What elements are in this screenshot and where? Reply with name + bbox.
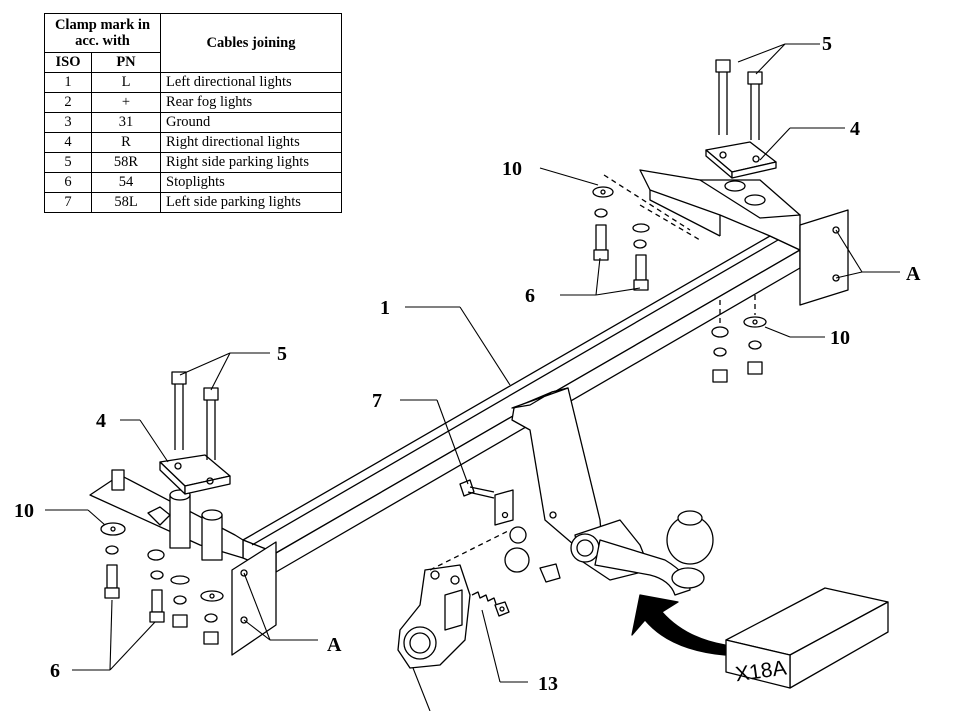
direction-arrow [631,594,726,656]
table-row: 7 58L Left side parking lights [44,192,342,213]
desc-cell: Right directional lights [160,132,342,153]
callout-bolts-right: 6 [525,285,535,307]
right-bolt-group [592,186,650,291]
right-side-mount [603,59,849,306]
callout-bolts-left: 6 [50,660,60,682]
iso-header: ISO [44,52,92,73]
bracket-7 [459,479,514,526]
left-bolt-group [100,522,224,645]
desc-cell: Left side parking lights [160,192,342,213]
callout-socket: 13 [538,673,558,695]
callout-bracket: 7 [372,390,382,412]
tow-bracket [504,387,714,596]
table-row: 6 54 Stoplights [44,172,342,193]
pn-cell: 58L [91,192,161,213]
desc-cell: Right side parking lights [160,152,342,173]
cable-joining-table: Clamp mark in acc. with Cables joining I… [44,13,342,213]
leader-lines [45,43,900,711]
right-nut-group [711,295,767,383]
callout-washer-right: 10 [830,327,850,349]
left-side-mount [89,371,277,656]
callout-plate-left: 4 [96,410,106,432]
callout-plate-right: 4 [850,118,860,140]
callout-bolt-left: 5 [277,343,287,365]
table-row: 5 58R Right side parking lights [44,152,342,173]
desc-cell: Stoplights [160,172,342,193]
callout-washer-right-top: 10 [502,158,522,180]
cables-joining-header: Cables joining [160,13,342,73]
table-row: 3 31 Ground [44,112,342,133]
callout-bolt-right: 5 [822,33,832,55]
callout-washer-left: 10 [14,500,34,522]
callout-mount-left: A [327,634,342,656]
desc-cell: Rear fog lights [160,92,342,113]
clamp-mark-header: Clamp mark in acc. with [44,13,161,53]
socket-plate [397,529,511,669]
table-row: 2 + Rear fog lights [44,92,342,113]
model-box [725,587,889,689]
callout-crossbar: 1 [380,297,390,319]
table-row: 4 R Right directional lights [44,132,342,153]
callout-mount-right: A [906,263,921,285]
